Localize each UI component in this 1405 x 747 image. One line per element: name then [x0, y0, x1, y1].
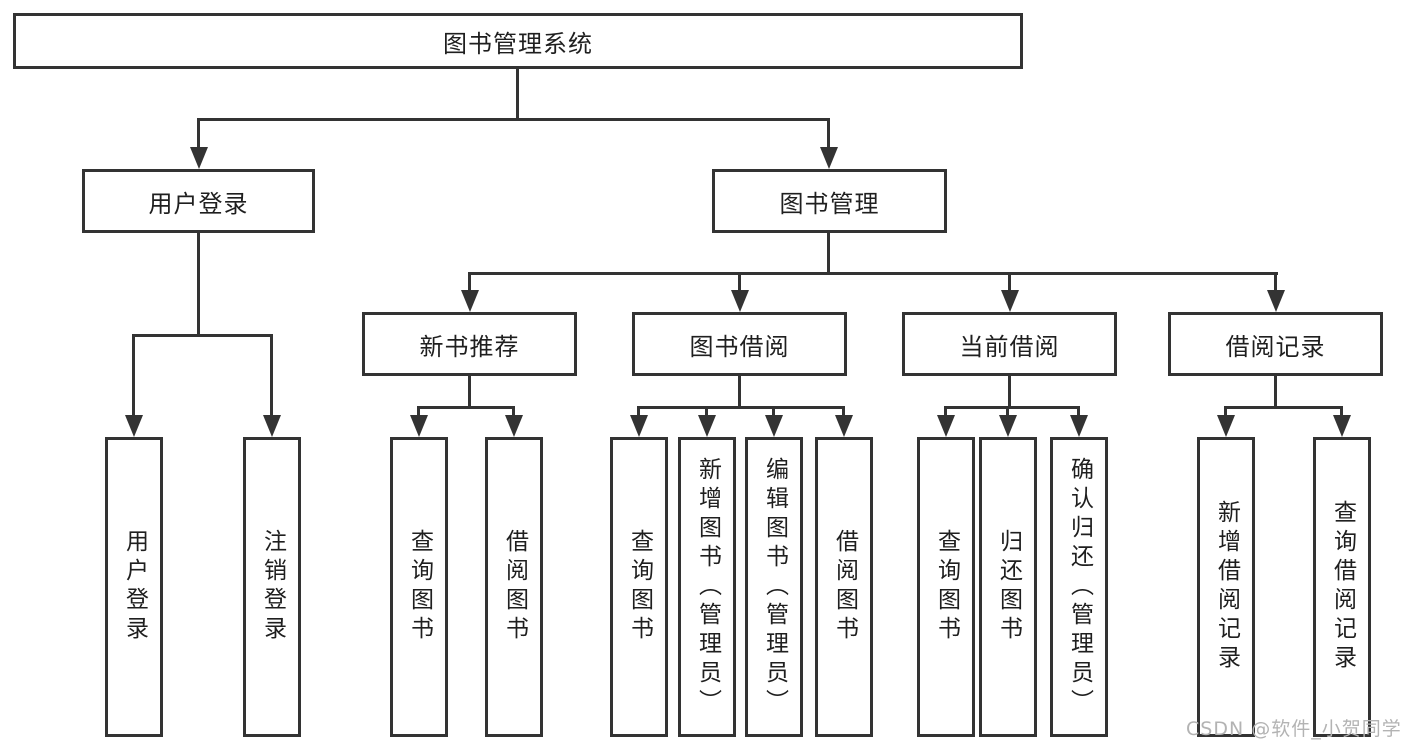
leaf-query-borrow-record: 查询借阅记录	[1313, 437, 1371, 737]
connector-line	[1008, 376, 1011, 408]
arrowhead-down-icon	[263, 415, 281, 437]
connector-line	[197, 118, 830, 121]
arrowhead-down-icon	[999, 415, 1017, 437]
leaf-return-books: 归还图书	[979, 437, 1037, 737]
node-book-borrow: 图书借阅	[632, 312, 847, 376]
leaf-borrow-books: 借阅图书	[815, 437, 873, 737]
connector-line	[944, 406, 1080, 409]
leaf-user-login: 用户登录	[105, 437, 163, 737]
connector-line	[468, 272, 1278, 275]
leaf-borrow-books-recommend-label: 借阅图书	[501, 529, 528, 645]
connector-line	[197, 233, 200, 336]
leaf-user-login-label: 用户登录	[121, 529, 148, 645]
connector-line	[1008, 272, 1011, 294]
leaf-confirm-return-admin-label: 确认归还（管理员）	[1066, 456, 1093, 718]
connector-line	[842, 406, 845, 418]
arrowhead-down-icon	[698, 415, 716, 437]
connector-line	[1340, 406, 1343, 418]
leaf-logout: 注销登录	[243, 437, 301, 737]
connector-line	[1274, 376, 1277, 408]
leaf-query-books-recommend: 查询图书	[390, 437, 448, 737]
connector-line	[270, 334, 273, 418]
connector-line	[944, 406, 947, 418]
node-book-borrow-label: 图书借阅	[689, 332, 790, 361]
connector-line	[827, 233, 830, 274]
connector-line	[1006, 406, 1009, 418]
connector-line	[468, 272, 471, 294]
leaf-add-book-admin: 新增图书（管理员）	[678, 437, 736, 737]
leaf-query-borrow-record-label: 查询借阅记录	[1329, 500, 1356, 674]
connector-line	[468, 376, 471, 408]
connector-line	[1274, 272, 1277, 294]
arrowhead-down-icon	[125, 415, 143, 437]
arrowhead-down-icon	[190, 147, 208, 169]
arrowhead-down-icon	[630, 415, 648, 437]
arrowhead-down-icon	[731, 290, 749, 312]
arrowhead-down-icon	[765, 415, 783, 437]
connector-line	[1077, 406, 1080, 418]
connector-line	[132, 334, 135, 418]
leaf-query-books-current: 查询图书	[917, 437, 975, 737]
leaf-add-borrow-record-label: 新增借阅记录	[1213, 500, 1240, 674]
arrowhead-down-icon	[1267, 290, 1285, 312]
node-book-management: 图书管理	[712, 169, 947, 233]
node-current-borrow: 当前借阅	[902, 312, 1117, 376]
connector-line	[738, 272, 741, 294]
leaf-query-books-borrow-label: 查询图书	[626, 529, 653, 645]
leaf-return-books-label: 归还图书	[995, 529, 1022, 645]
csdn-watermark: CSDN @软件_小贺同学	[1186, 718, 1402, 740]
connector-line	[1224, 406, 1227, 418]
leaf-edit-book-admin-label: 编辑图书（管理员）	[761, 456, 788, 718]
arrowhead-down-icon	[820, 147, 838, 169]
node-new-book-recommend: 新书推荐	[362, 312, 577, 376]
connector-line	[132, 334, 273, 337]
connector-line	[417, 406, 420, 418]
node-book-management-label: 图书管理	[779, 189, 880, 218]
connector-line	[827, 118, 830, 150]
arrowhead-down-icon	[1217, 415, 1235, 437]
node-new-book-recommend-label: 新书推荐	[419, 332, 520, 361]
arrowhead-down-icon	[1001, 290, 1019, 312]
leaf-borrow-books-label: 借阅图书	[831, 529, 858, 645]
arrowhead-down-icon	[937, 415, 955, 437]
arrowhead-down-icon	[1070, 415, 1088, 437]
node-root-system: 图书管理系统	[13, 13, 1023, 69]
node-current-borrow-label: 当前借阅	[959, 332, 1060, 361]
leaf-confirm-return-admin: 确认归还（管理员）	[1050, 437, 1108, 737]
arrowhead-down-icon	[410, 415, 428, 437]
connector-line	[417, 406, 515, 409]
leaf-query-books-recommend-label: 查询图书	[406, 529, 433, 645]
node-borrow-records: 借阅记录	[1168, 312, 1383, 376]
arrowhead-down-icon	[1333, 415, 1351, 437]
leaf-query-books-current-label: 查询图书	[933, 529, 960, 645]
leaf-edit-book-admin: 编辑图书（管理员）	[745, 437, 803, 737]
node-user-login-label: 用户登录	[148, 189, 249, 218]
leaf-add-borrow-record: 新增借阅记录	[1197, 437, 1255, 737]
connector-line	[512, 406, 515, 418]
connector-line	[738, 376, 741, 408]
arrowhead-down-icon	[505, 415, 523, 437]
arrowhead-down-icon	[461, 290, 479, 312]
connector-line	[772, 406, 775, 418]
connector-line	[705, 406, 708, 418]
arrowhead-down-icon	[835, 415, 853, 437]
connector-line	[637, 406, 845, 409]
leaf-query-books-borrow: 查询图书	[610, 437, 668, 737]
node-borrow-records-label: 借阅记录	[1225, 332, 1326, 361]
node-user-login: 用户登录	[82, 169, 315, 233]
leaf-borrow-books-recommend: 借阅图书	[485, 437, 543, 737]
connector-line	[516, 69, 519, 120]
leaf-add-book-admin-label: 新增图书（管理员）	[694, 456, 721, 718]
connector-line	[197, 118, 200, 150]
connector-line	[1224, 406, 1343, 409]
leaf-logout-label: 注销登录	[259, 529, 286, 645]
connector-line	[637, 406, 640, 418]
node-root-system-label: 图书管理系统	[443, 29, 593, 58]
